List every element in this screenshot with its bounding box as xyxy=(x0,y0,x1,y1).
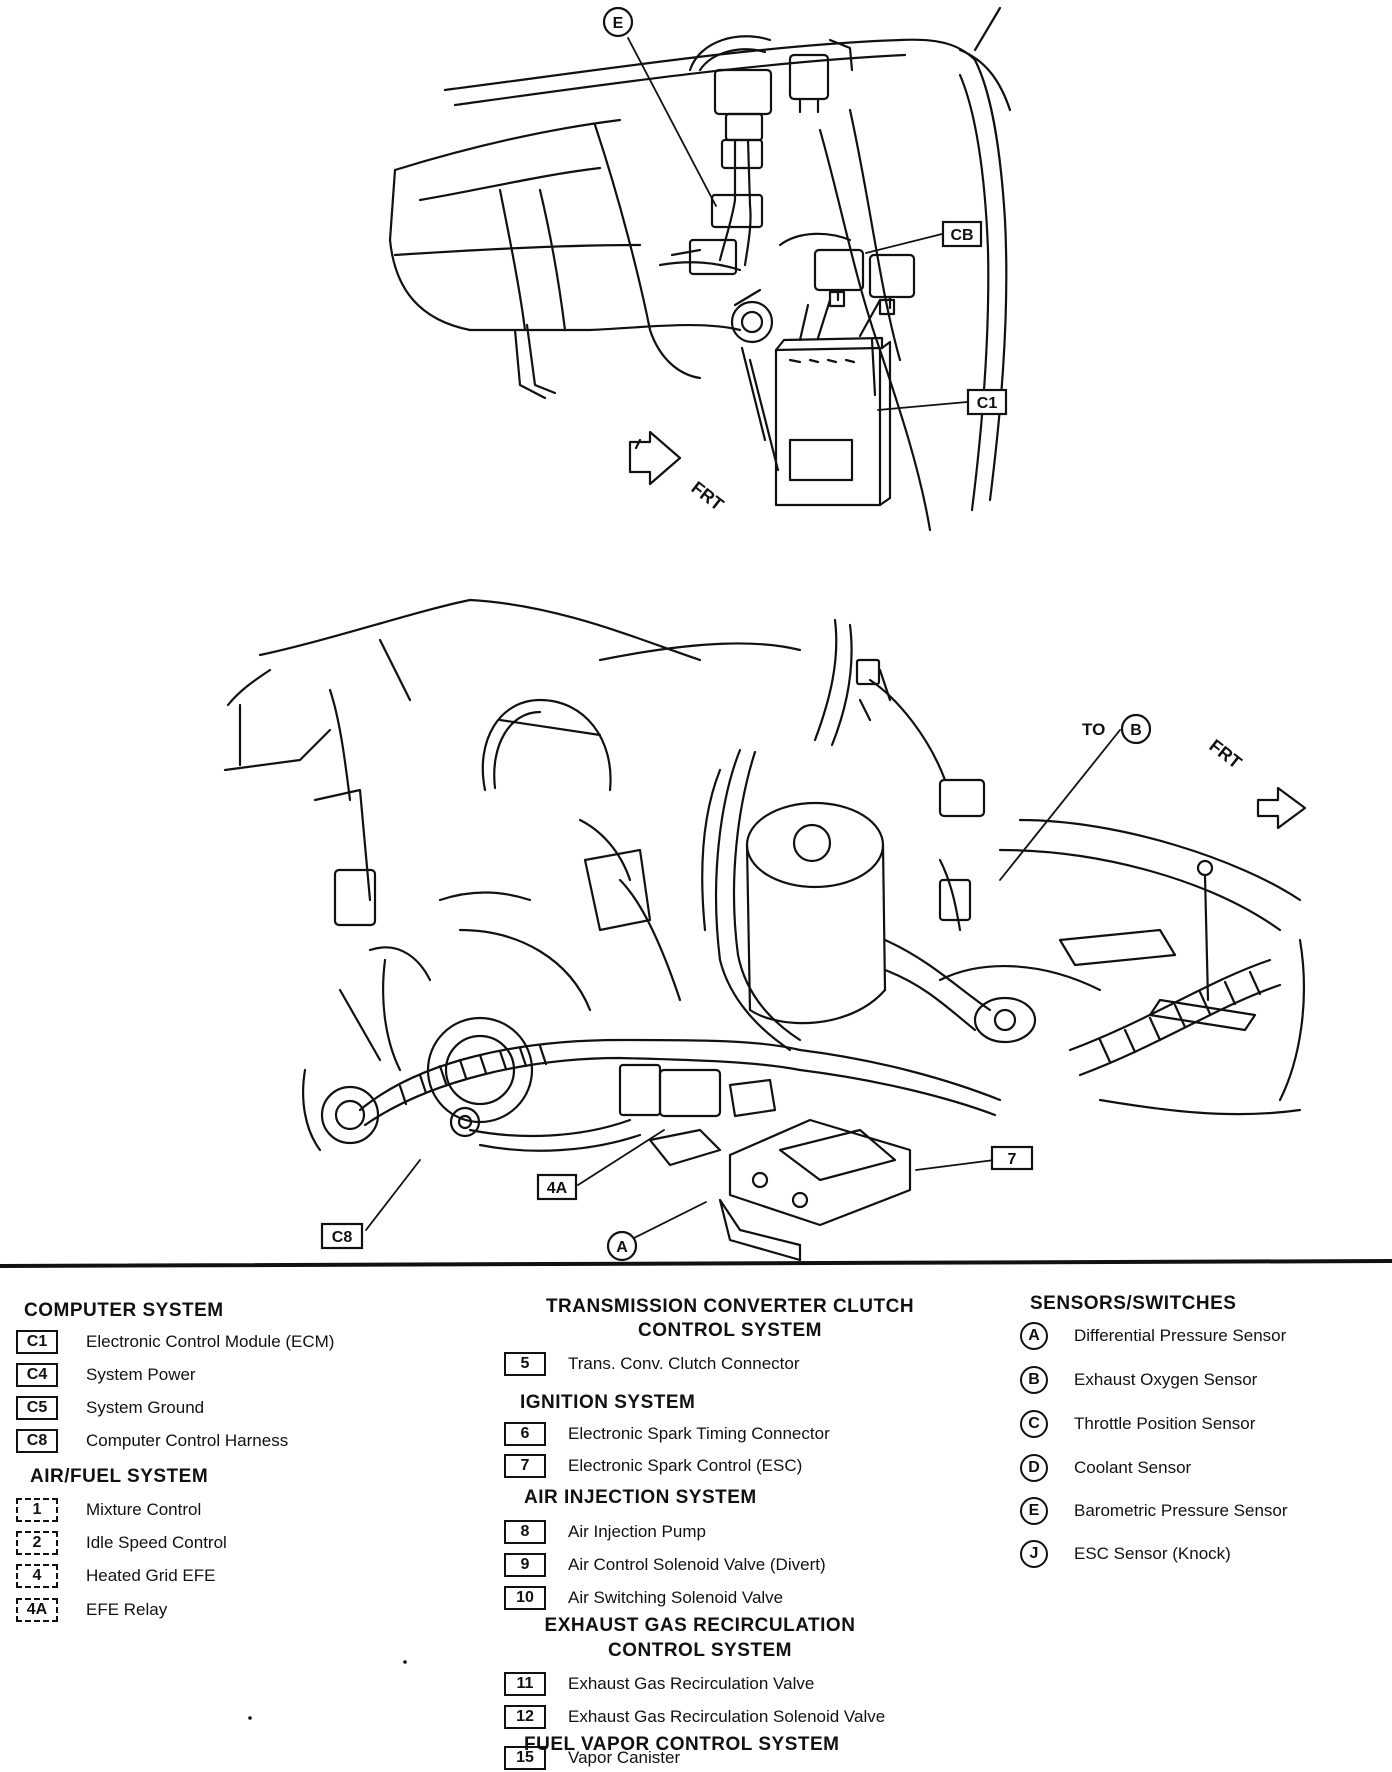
bottom-view-engine xyxy=(223,598,1307,1262)
stray-dot xyxy=(403,1660,407,1664)
callout-circle-b xyxy=(1120,713,1152,745)
callout-a-text: A xyxy=(616,1239,628,1256)
callout-box-c8 xyxy=(320,1222,364,1250)
stray-dot xyxy=(248,1716,252,1720)
callout-7-text: 7 xyxy=(1008,1151,1017,1168)
callout-box-7 xyxy=(990,1145,1034,1171)
legend-separator xyxy=(0,1259,1392,1268)
frt-label-bottom: FRT xyxy=(1206,735,1246,772)
callout-box-cb xyxy=(941,220,983,248)
callout-4a-text: 4A xyxy=(547,1180,568,1197)
callout-box-c1 xyxy=(966,388,1008,416)
callout-c1-text: C1 xyxy=(977,395,998,412)
top-callouts: E CB C1 FRT xyxy=(602,6,1008,515)
callout-e-text: E xyxy=(613,15,624,32)
frt-label-top: FRT xyxy=(688,477,728,514)
callout-box-4a xyxy=(536,1173,578,1201)
callout-to-text: TO xyxy=(1082,720,1105,739)
callout-circle-a xyxy=(606,1230,638,1262)
top-view-dashboard xyxy=(388,6,1012,532)
bottom-callouts: TO B FRT 7 4A C8 A xyxy=(320,713,1246,1262)
callout-cb-text: CB xyxy=(950,227,973,244)
callout-c8-text: C8 xyxy=(332,1229,353,1246)
callout-b-text: B xyxy=(1130,722,1142,739)
callout-leaders xyxy=(365,37,1121,1239)
callout-circle-e xyxy=(602,6,634,38)
